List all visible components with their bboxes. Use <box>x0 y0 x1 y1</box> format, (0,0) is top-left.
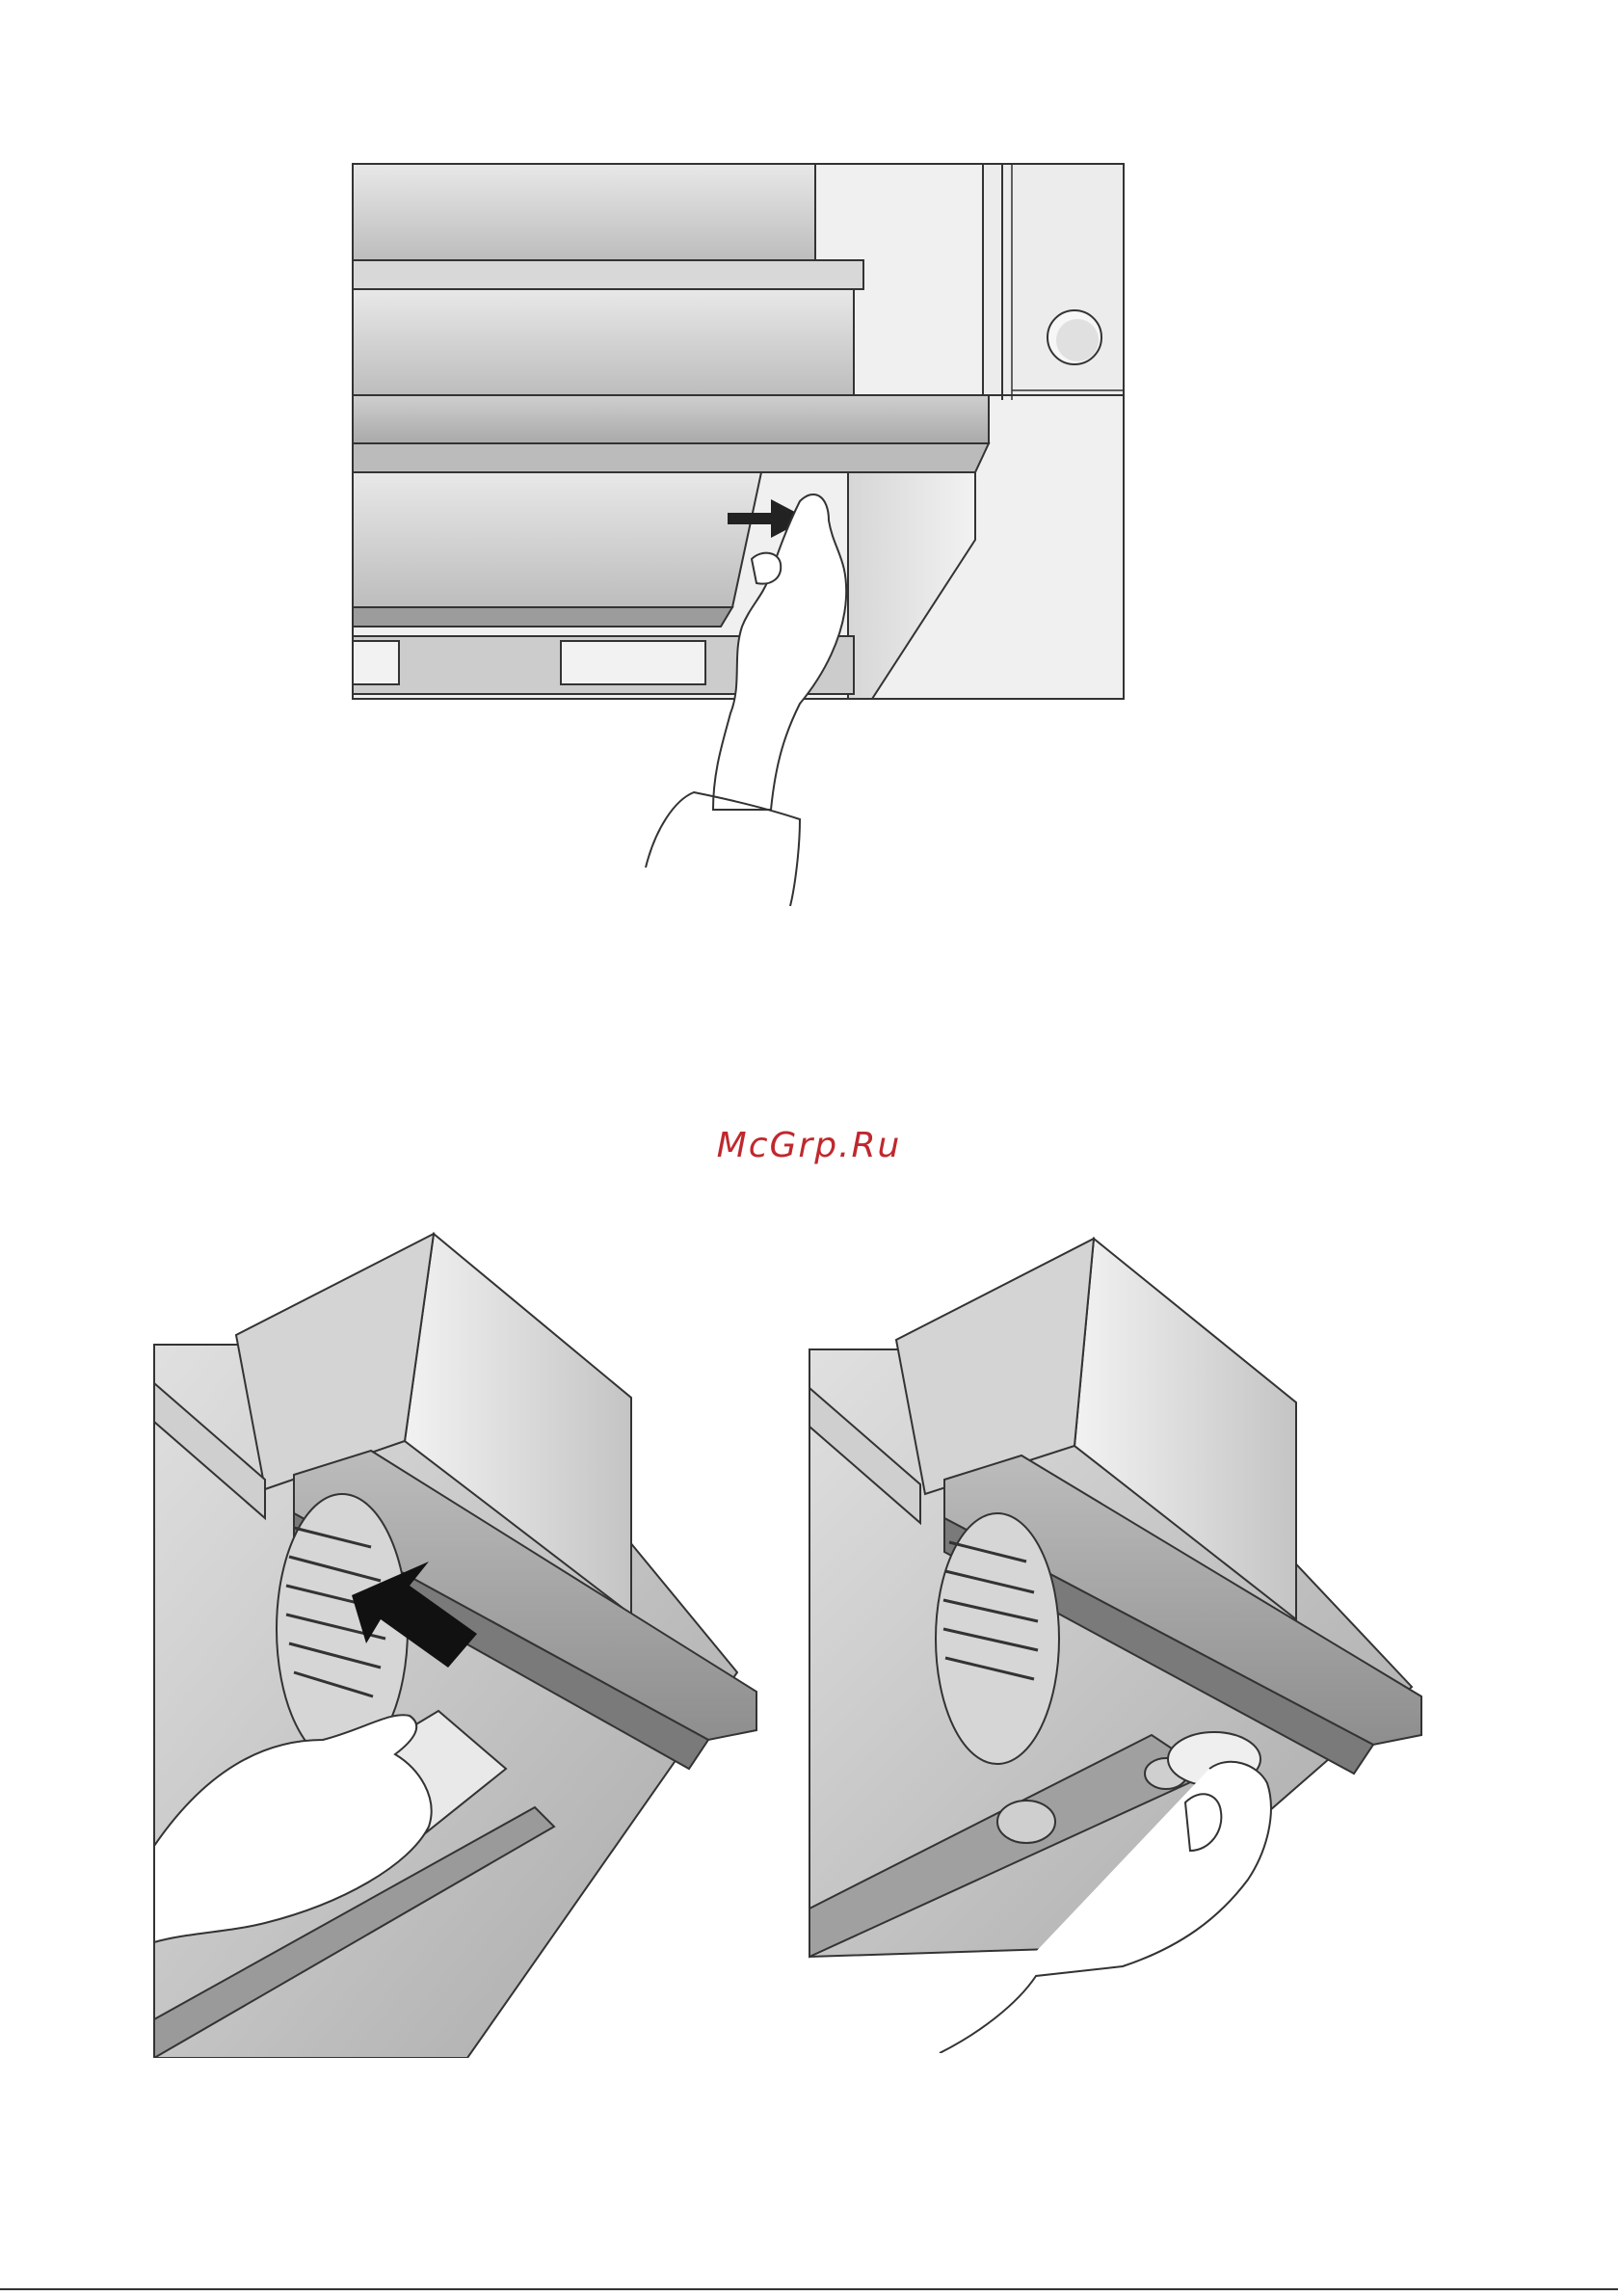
page-footer-rule <box>0 2288 1618 2290</box>
pull-out-canopy-illustration <box>347 154 1137 906</box>
replace-lamp-illustration <box>805 1234 1441 2053</box>
watermark: McGrp.Ru <box>0 1126 1618 1165</box>
insert-grease-filter-illustration <box>149 1229 766 2058</box>
